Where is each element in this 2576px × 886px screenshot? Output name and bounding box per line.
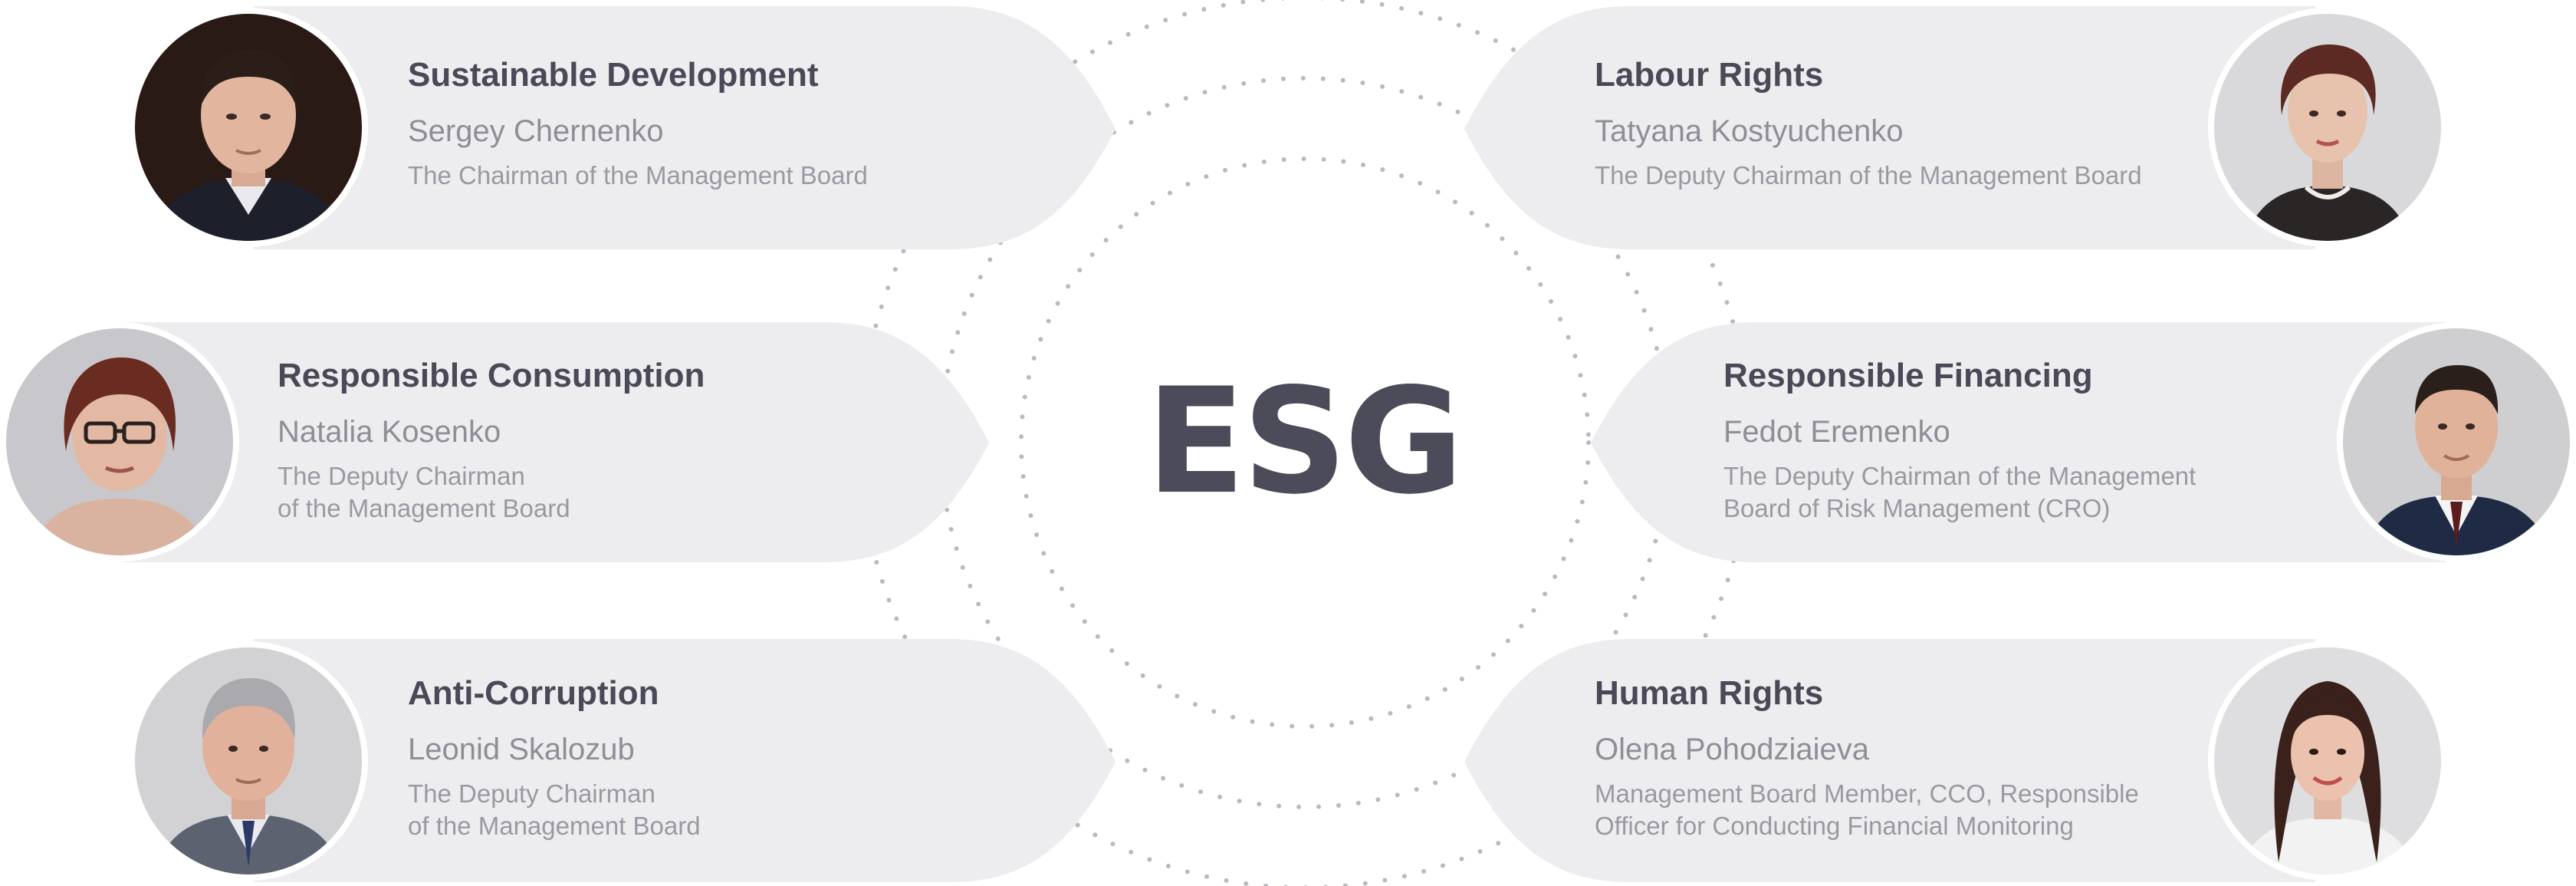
card-role: The Deputy Chairman of the Management Bo…: [1595, 160, 2147, 192]
card-role: The Chairman of the Management Board: [408, 160, 960, 192]
card-role-line: The Deputy Chairman: [408, 779, 656, 808]
card-person-name: Tatyana Kostyuchenko: [1595, 114, 1904, 148]
avatar-natalia-kosenko: [0, 322, 239, 562]
card-topic: Anti-Corruption: [408, 674, 659, 712]
card-role-line: of the Management Board: [408, 812, 701, 840]
card-shape-responsible-consumption: [123, 322, 989, 562]
avatar-sergey-chernenko: [129, 8, 368, 247]
card-role-line: The Deputy Chairman of the Management Bo…: [1595, 161, 2142, 189]
card-labour-rights: Labour Rights Tatyana Kostyuchenko The D…: [1595, 54, 2147, 192]
card-shape-responsible-financing: [1591, 322, 2446, 562]
card-sustainable-development: Sustainable Development Sergey Chernenko…: [408, 54, 960, 192]
avatar-fedot-eremenko: [2337, 322, 2576, 562]
avatar-tatyana-kostyuchenko: [2208, 8, 2447, 247]
card-person-name: Olena Pohodziaieva: [1595, 733, 1870, 766]
card-topic: Responsible Consumption: [278, 357, 705, 394]
dotted-ring-inner: [1019, 156, 1591, 729]
card-anti-corruption: Anti-Corruption Leonid Skalozub The Depu…: [408, 672, 960, 842]
card-shape-labour-rights: [1464, 6, 2315, 249]
card-role: Management Board Member, CCO, Responsibl…: [1595, 778, 2147, 842]
card-person-name: Sergey Chernenko: [408, 114, 664, 148]
card-role-line: The Deputy Chairman of the Management: [1723, 462, 2196, 490]
card-shape-anti-corruption: [253, 639, 1116, 882]
card-role-line: Management Board Member, CCO, Responsibl…: [1595, 779, 2139, 808]
card-topic: Responsible Financing: [1723, 357, 2093, 394]
card-role-line: Officer for Conducting Financial Monitor…: [1595, 812, 2074, 840]
card-responsible-financing: Responsible Financing Fedot Eremenko The…: [1723, 354, 2275, 525]
card-role: The Deputy Chairman of the Management Bo…: [408, 778, 960, 842]
card-human-rights: Human Rights Olena Pohodziaieva Manageme…: [1595, 672, 2147, 842]
card-role-line: of the Management Board: [278, 494, 570, 522]
card-topic: Sustainable Development: [408, 56, 819, 94]
card-shape-sustainable-development: [253, 6, 1116, 249]
avatar-leonid-skalozub: [129, 641, 368, 881]
card-role: The Deputy Chairman of the Management Bo…: [1723, 460, 2275, 525]
card-role-line: The Chairman of the Management Board: [408, 161, 868, 189]
card-topic: Human Rights: [1595, 674, 1824, 712]
card-topic: Labour Rights: [1595, 56, 1824, 94]
avatar-olena-pohodziaieva: [2208, 641, 2447, 881]
card-person-name: Leonid Skalozub: [408, 733, 635, 766]
card-responsible-consumption: Responsible Consumption Natalia Kosenko …: [278, 354, 830, 525]
esg-title: ESG: [1145, 356, 1464, 526]
card-role-line: Board of Risk Management (CRO): [1723, 494, 2111, 522]
card-person-name: Fedot Eremenko: [1723, 415, 1950, 449]
card-person-name: Natalia Kosenko: [278, 415, 501, 449]
card-role: The Deputy Chairman of the Management Bo…: [278, 460, 830, 525]
card-shape-human-rights: [1464, 639, 2315, 882]
card-role-line: The Deputy Chairman: [278, 462, 525, 490]
